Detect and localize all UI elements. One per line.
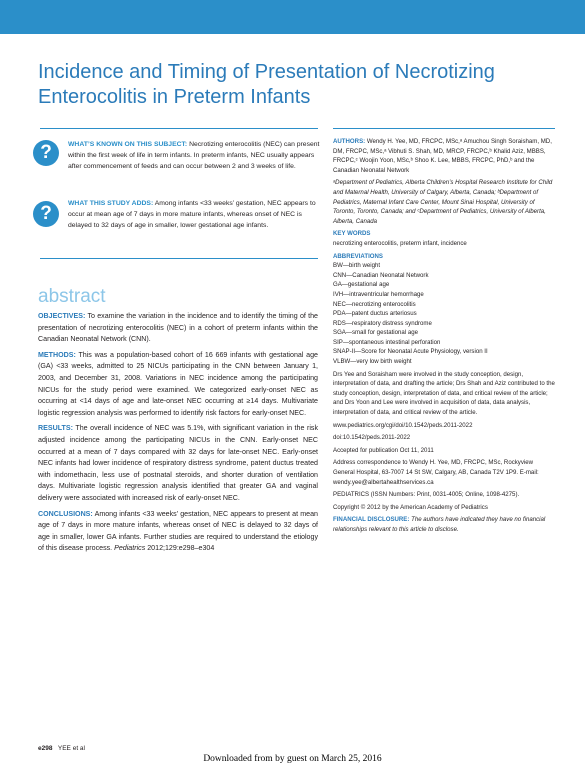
whats-known-label: WHAT’S KNOWN ON THIS SUBJECT:: [68, 141, 188, 148]
study-adds-label: WHAT THIS STUDY ADDS:: [68, 200, 154, 207]
question-icon: ?: [33, 201, 59, 227]
methods-label: METHODS:: [38, 350, 76, 359]
abbreviation-item: RDS—respiratory distress syndrome: [333, 319, 432, 327]
abstract-heading: abstract: [38, 286, 106, 307]
authors-paragraph: AUTHORS: Wendy H. Yee, MD, FRCPC, MSc,ᵃ …: [333, 137, 555, 175]
abstract-body: OBJECTIVES: To examine the variation in …: [38, 311, 318, 559]
summary-top-rule: [40, 128, 318, 129]
results-label: RESULTS:: [38, 424, 73, 433]
title-line: Enterocolitis in Preterm Infants: [38, 86, 311, 108]
article-title: Incidence and Timing of Presentation of …: [38, 60, 558, 110]
disclosure-text: The authors have indicated they have no …: [333, 516, 546, 533]
citation-journal: Pediatrics: [114, 544, 146, 553]
study-adds-text: WHAT THIS STUDY ADDS: Among infants <33 …: [68, 198, 320, 231]
abbreviation-item: SIP—spontaneous intestinal perforation: [333, 338, 441, 346]
objectives-label: OBJECTIVES:: [38, 312, 86, 320]
issn-text: PEDIATRICS (ISSN Numbers: Print, 0031-40…: [333, 491, 520, 499]
whats-known-body: Necrotizing enterocolitis (NEC) can pres…: [68, 141, 320, 170]
page-number: e298: [38, 745, 53, 752]
abbreviations-heading: ABBREVIATIONS: [333, 252, 555, 262]
authors-label: AUTHORS:: [333, 138, 366, 145]
objectives-text: To examine the variation in the incidenc…: [38, 312, 318, 344]
abbreviation-item: NEC—necrotizing enterocolitis: [333, 300, 416, 308]
abbreviation-item: GA—gestational age: [333, 281, 390, 289]
keywords-text: necrotizing enterocolitis, preterm infan…: [333, 239, 467, 247]
abbreviation-item: SNAP-II—Score for Neonatal Acute Physiol…: [333, 348, 488, 356]
copyright-text: Copyright © 2012 by the American Academy…: [333, 503, 488, 511]
abbreviation-item: VLBW—very low birth weight: [333, 358, 412, 366]
study-adds-body: Among infants <33 weeks’ gestation, NEC …: [68, 200, 316, 229]
summary-bottom-rule: [40, 258, 318, 259]
methods-paragraph: METHODS: This was a population-based coh…: [38, 350, 318, 420]
disclosure-label: FINANCIAL DISCLOSURE:: [333, 516, 410, 524]
results-paragraph: RESULTS: The overall incidence of NEC wa…: [38, 423, 318, 504]
conclusions-text: Among infants <33 weeks’ gestation, NEC …: [38, 509, 318, 553]
running-authors: YEE et al: [57, 745, 85, 752]
abbreviation-item: BW—birth weight: [333, 262, 381, 270]
question-icon: ?: [33, 140, 59, 166]
right-column-rule: [333, 128, 555, 129]
title-line: Incidence and Timing of Presentation of …: [38, 61, 495, 83]
objectives-paragraph: OBJECTIVES: To examine the variation in …: [38, 311, 318, 346]
whats-known-text: WHAT’S KNOWN ON THIS SUBJECT: Necrotizin…: [68, 139, 320, 172]
header-bar: [0, 0, 585, 34]
affiliations: ᵃDepartment of Pediatrics, Alberta Child…: [333, 179, 553, 225]
methods-text: This was a population-based cohort of 16…: [38, 350, 318, 417]
conclusions-paragraph: CONCLUSIONS: Among infants <33 weeks’ ge…: [38, 509, 318, 555]
right-column: AUTHORS: Wendy H. Yee, MD, FRCPC, MSc,ᵃ …: [333, 137, 555, 538]
citation-details: 2012;129:e298–e304: [145, 544, 215, 553]
page-footer: e298 YEE et al: [38, 745, 85, 752]
keywords-heading: KEY WORDS: [333, 229, 555, 239]
results-text: The overall incidence of NEC was 5.1%, w…: [38, 424, 318, 502]
contributions-text: Drs Yee and Soraisham were involved in t…: [333, 370, 555, 417]
correspondence-text: Address correspondence to Wendy H. Yee, …: [333, 459, 539, 486]
authors-text: Wendy H. Yee, MD, FRCPC, MSc,ᵃ Amuchou S…: [333, 138, 552, 174]
keywords-label: KEY WORDS: [333, 230, 371, 238]
abbreviations-label: ABBREVIATIONS: [333, 252, 383, 260]
abbreviation-item: CNN—Canadian Neonatal Network: [333, 271, 429, 279]
abbreviation-item: SGA—small for gestational age: [333, 329, 419, 337]
abbreviation-item: IVH—intraventricular hemorrhage: [333, 290, 424, 298]
accepted-date: Accepted for publication Oct 11, 2011: [333, 446, 434, 454]
article-doi: doi:10.1542/peds.2011-2022: [333, 434, 411, 442]
article-url[interactable]: www.pediatrics.org/cgi/doi/10.1542/peds.…: [333, 421, 473, 429]
conclusions-label: CONCLUSIONS:: [38, 509, 93, 518]
abbreviations-list: BW—birth weight CNN—Canadian Neonatal Ne…: [333, 261, 555, 367]
financial-disclosure: FINANCIAL DISCLOSURE: The authors have i…: [333, 515, 555, 534]
download-notice: Downloaded from by guest on March 25, 20…: [203, 754, 382, 764]
abbreviation-item: PDA—patent ductus arteriosus: [333, 310, 417, 318]
